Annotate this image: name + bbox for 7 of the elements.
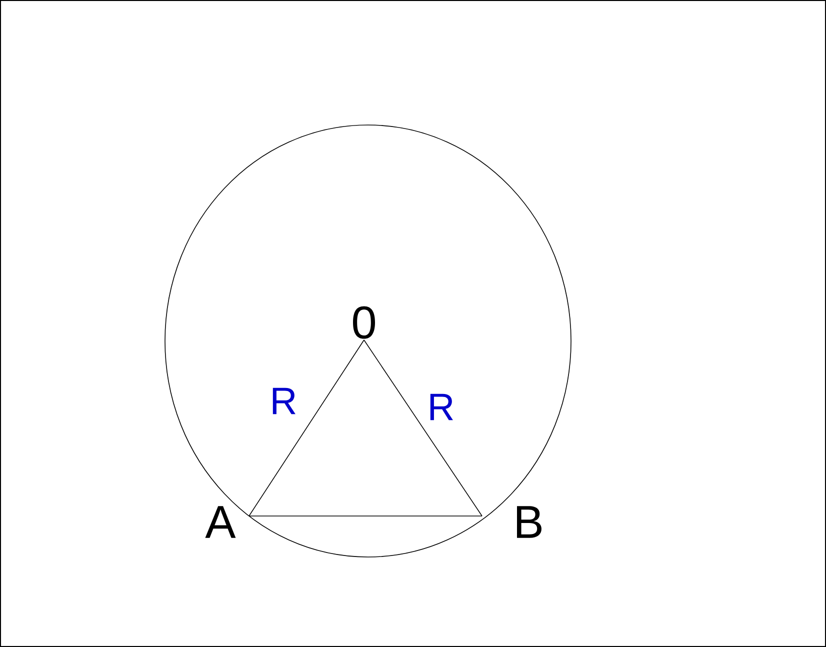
edge-label: R	[430, 394, 453, 420]
line	[248, 340, 364, 516]
point-label: A	[205, 506, 236, 538]
edge-label: R	[272, 388, 296, 414]
point-label: 0	[353, 306, 375, 339]
line	[364, 340, 482, 516]
point-label: B	[517, 506, 542, 538]
